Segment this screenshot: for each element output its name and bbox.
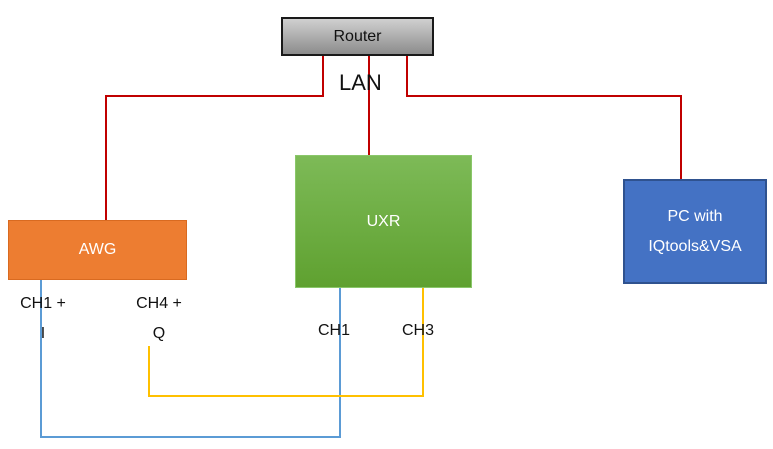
awg-label: AWG (78, 241, 117, 258)
q-cable-awg-ch4-to-uxr-ch3 (148, 288, 424, 397)
router-box: Router (281, 17, 434, 56)
uxr-ch1-port-label: CH1 (318, 322, 351, 339)
uxr-box: UXR (295, 155, 472, 288)
pc-label-line1: PC with (667, 207, 723, 225)
router-label: Router (333, 27, 382, 45)
awg-ch1-port-label: CH1 + I (16, 289, 70, 349)
awg-box: AWG (8, 220, 187, 280)
awg-ch4-port-label: CH4 + Q (132, 289, 186, 349)
lan-cable-pc (406, 56, 682, 179)
awg-ch1-line2: I (40, 325, 46, 342)
i-cable-awg-ch1-to-uxr-ch1 (40, 280, 341, 438)
uxr-ch3-port-label: CH3 (402, 322, 435, 339)
pc-label-line2: IQtools&VSA (648, 237, 742, 255)
awg-ch4-line1: CH4 + (136, 295, 182, 312)
awg-ch1-line1: CH1 + (20, 295, 66, 312)
awg-ch4-line2: Q (152, 325, 166, 342)
lan-label: LAN (339, 70, 382, 95)
uxr-label: UXR (366, 212, 401, 230)
lan-cable-awg (105, 56, 324, 220)
pc-box: PC with IQtools&VSA (623, 179, 767, 284)
